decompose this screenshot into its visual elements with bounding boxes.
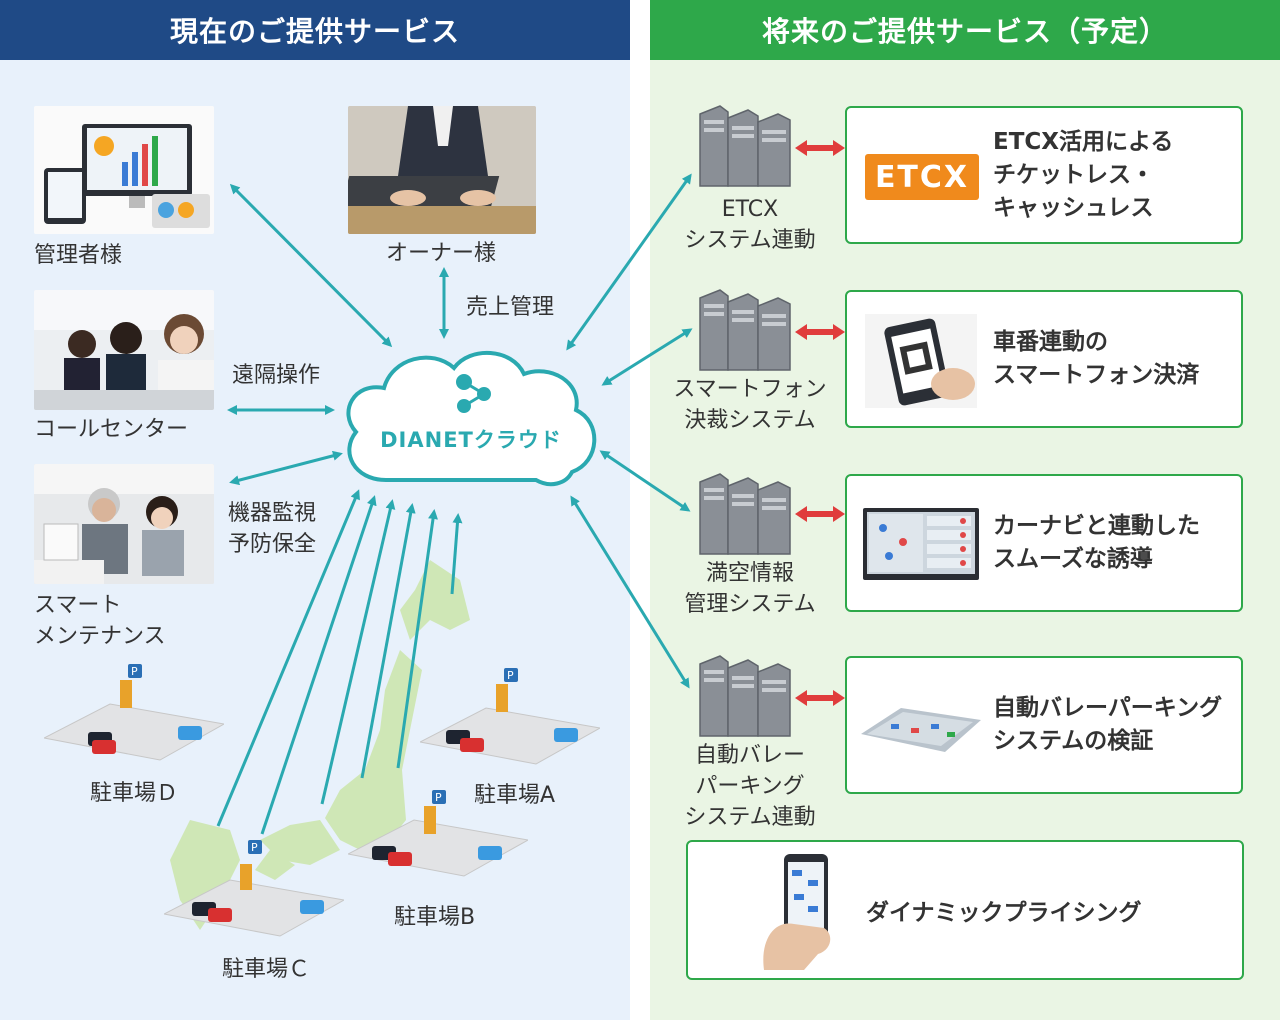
- etcx-service-text: ETCX活用による チケットレス・ キャッシュレス: [993, 128, 1174, 221]
- valet-parking-system-label: 自動バレー パーキング システム連動: [684, 743, 816, 830]
- parking-lot-c-label: 駐車場Ｃ: [222, 957, 311, 982]
- smartphone-payment-service-text: 車番連動の スマートフォン決済: [993, 329, 1200, 388]
- smartphone-payment-system-label: スマートフォン 決裁システム: [673, 377, 827, 433]
- sales-management-label: 売上管理: [466, 295, 555, 320]
- valet-parking-service-text: 自動バレーパーキング システムの検証: [993, 695, 1223, 754]
- manager-label: 管理者様: [34, 243, 123, 268]
- parking-lot-a-illustration: P: [420, 668, 600, 765]
- etcx-red-arrow: [795, 140, 845, 156]
- etcx-server-icon: [699, 105, 791, 187]
- owner-label: オーナー様: [386, 241, 497, 266]
- car-navigation-screen: [863, 508, 979, 580]
- svg-text:P: P: [131, 665, 138, 678]
- current-services-header: 現在のご提供サービス: [0, 0, 630, 60]
- owner-photo: [348, 106, 536, 234]
- parking-lot-d-illustration: P: [44, 664, 224, 761]
- valet-parking-server-icon: [699, 655, 791, 737]
- smartphone-payment-server-icon: [699, 289, 791, 371]
- call-center-label: コールセンター: [34, 417, 189, 442]
- etcx-logo-text: ETCX: [874, 159, 970, 195]
- vacancy-info-system-label: 満空情報 管理システム: [684, 561, 816, 617]
- future-services-header: 将来のご提供サービス（予定）: [650, 0, 1280, 60]
- svg-text:P: P: [507, 669, 514, 682]
- call-center-photo: [34, 290, 214, 410]
- dianet-cloud-label: DIANETクラウド: [380, 428, 562, 452]
- manager-dashboard-photo: [34, 106, 214, 234]
- parking-lot-c-illustration: P: [164, 840, 344, 937]
- etcx-system-label: ETCX システム連動: [684, 197, 816, 253]
- vacancy-red-arrow: [795, 506, 845, 522]
- car-navigation-service-text: カーナビと連動した スムーズな誘導: [993, 513, 1200, 572]
- parking-lot-d-label: 駐車場Ｄ: [90, 781, 179, 806]
- maintenance-photo: [34, 464, 214, 584]
- parking-lot-b-illustration: P: [348, 790, 528, 877]
- valet-parking-service-box: 自動バレーパーキング システムの検証: [845, 656, 1243, 794]
- smartphone-payment-service-box: 車番連動の スマートフォン決済: [845, 290, 1243, 428]
- remote-operation-label: 遠隔操作: [232, 363, 321, 388]
- smart-maintenance-label: スマート メンテナンス: [34, 593, 166, 649]
- valet-red-arrow: [795, 690, 845, 706]
- vacancy-info-server-icon: [699, 473, 791, 555]
- dynamic-pricing-phone: [763, 854, 831, 970]
- dianet-cloud: [346, 351, 597, 487]
- valet-parking-illustration: [861, 708, 981, 752]
- etcx-logo: ETCX: [865, 154, 979, 200]
- dynamic-pricing-box: ダイナミックプライシング: [686, 840, 1244, 980]
- svg-text:P: P: [251, 841, 258, 854]
- parking-lot-a-label: 駐車場A: [474, 783, 556, 808]
- etcx-service-box: ETCX ETCX活用による チケットレス・ キャッシュレス: [845, 106, 1243, 244]
- smartphone-qr-photo: [865, 314, 977, 408]
- parking-lot-b-label: 駐車場B: [394, 905, 476, 930]
- smartphone-red-arrow: [795, 324, 845, 340]
- dynamic-pricing-text: ダイナミックプライシング: [866, 900, 1142, 926]
- svg-text:P: P: [435, 791, 442, 804]
- car-navigation-service-box: カーナビと連動した スムーズな誘導: [845, 474, 1243, 612]
